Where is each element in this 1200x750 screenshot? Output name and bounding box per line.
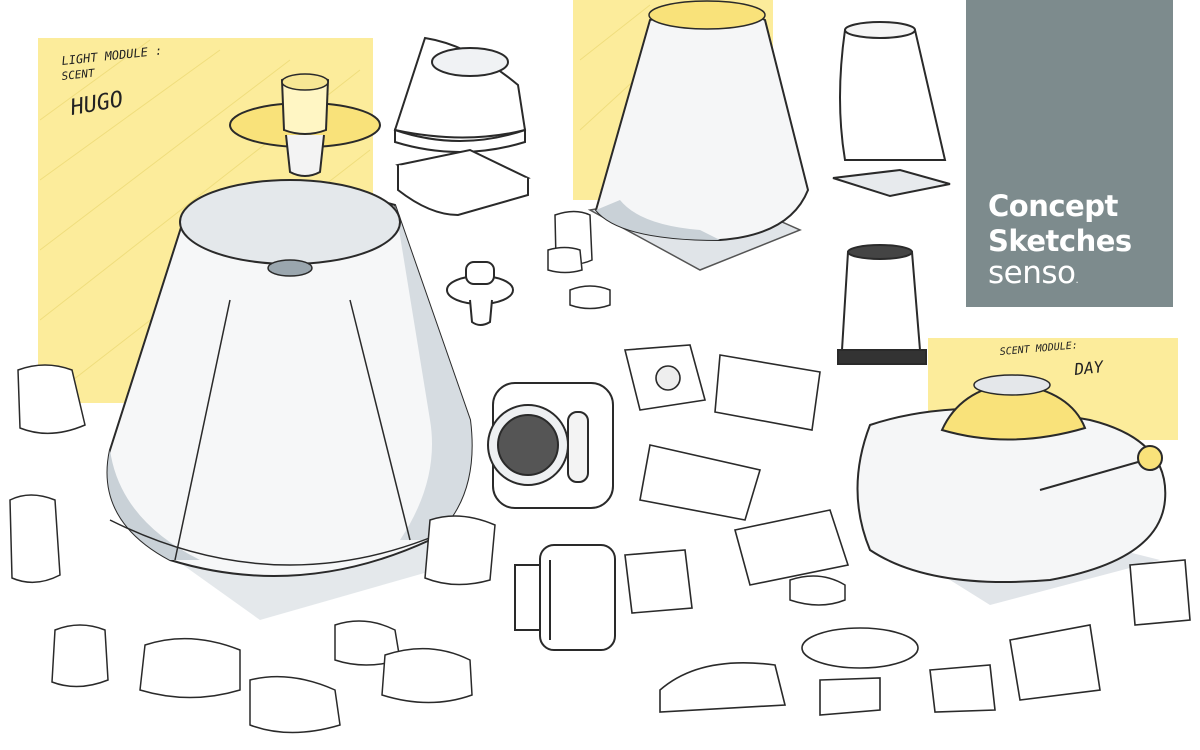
knob-sketch: [446, 261, 514, 326]
small-shade-sketches: [9, 210, 846, 734]
speaker-side-sketch: [514, 544, 616, 651]
title-line-concept: Concept: [988, 189, 1118, 223]
scent-module-main-sketch: [856, 374, 1167, 605]
brand-logo-dot: .: [1075, 275, 1079, 286]
light-module-cap-sketch: [229, 73, 381, 177]
scent-module-signature: DAY: [1072, 357, 1105, 379]
title-line-sketches: Sketches: [988, 224, 1132, 258]
side-lamp-sketch-upper: [832, 21, 951, 198]
side-lamp-sketch-lower: [837, 244, 927, 365]
light-module-sub-label: SCENT: [61, 66, 97, 83]
light-module-main-sketch: [106, 179, 473, 620]
exploded-lamp-sketch: [393, 36, 531, 217]
brand-logo-text: senso: [988, 255, 1076, 291]
speaker-cube-sketch: [487, 382, 614, 509]
top-center-lamp-sketch: [587, 0, 810, 271]
title-card: Concept Sketches senso.: [966, 0, 1173, 307]
thumbnail-sketches: [623, 344, 1191, 716]
brand-logo: senso.: [988, 255, 1079, 291]
